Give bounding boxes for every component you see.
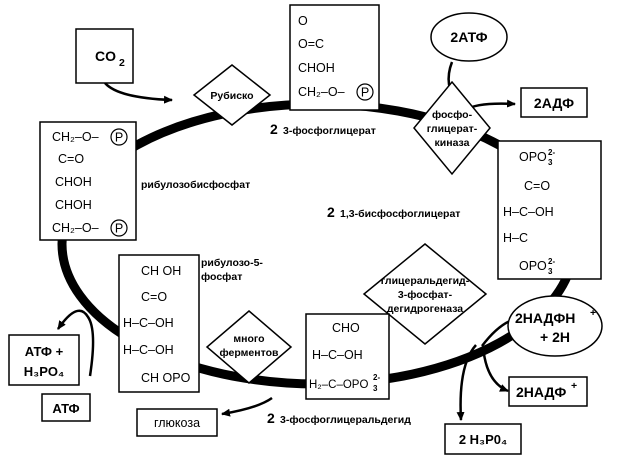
ru5p-line-5: CH OPO	[141, 371, 191, 385]
pga-line-2: O=C	[298, 37, 324, 51]
rubp-phosphate-p-2: P	[115, 222, 123, 236]
bpg-line-5: OPO	[519, 259, 547, 273]
ru5p-line-1: CH OH	[141, 264, 181, 278]
rubp-line-5: CH₂–O–	[52, 221, 99, 235]
atp-in-ellipse: 2АТФ	[430, 12, 508, 62]
plus-2h-label: + 2H	[540, 329, 570, 345]
pga-line-1: O	[298, 14, 308, 28]
h3po4-arrow	[456, 344, 477, 421]
g3p-line-2: H–C–OH	[312, 348, 363, 362]
ru5p-name-line1: рибулозо-5-	[201, 257, 263, 269]
bpg-line-1: OPO	[519, 150, 547, 164]
rubisco-label: Рубиско	[210, 90, 253, 102]
ru5p-line-4: H–C–OH	[123, 343, 174, 357]
rubisco-diamond: Рубиско	[192, 64, 272, 126]
pga-coef: 2	[270, 121, 278, 137]
atp-out-label: АТФ	[52, 401, 79, 416]
rubp-name: рибулозобисфосфат	[141, 179, 250, 191]
atp-out-arrow	[56, 309, 95, 377]
g3p-sub: 3	[373, 384, 378, 393]
h3p04-box: 2 H₃P0₄	[444, 423, 522, 455]
bpg-charge-1: 2-	[548, 148, 555, 157]
bpg-line-2: C=O	[524, 179, 550, 193]
dehydrogenase-line2: 3-фосфат-	[398, 289, 453, 301]
ru5p-structure: CH OH C=O H–C–OH H–C–OH CH OPO	[118, 254, 200, 393]
pga-name: 3-фосфоглицерат	[283, 125, 376, 137]
kinase-diamond: фосфо- глицерат- киназа	[413, 80, 491, 176]
g3p-structure: CHO H–C–OH H₂–C–OPO 2- 3	[305, 313, 390, 400]
dehydrogenase-line3: дегидрогеназа	[387, 303, 463, 315]
nadp-plus: +	[571, 380, 577, 392]
rubp-phosphate-p-1: P	[115, 131, 123, 145]
kinase-line3: киназа	[435, 137, 470, 149]
nadph-ellipse: 2НАДФН + + 2H	[507, 295, 603, 357]
g3p-name: 3-фосфоглицеральдегид	[280, 414, 411, 426]
co2-label: CO	[95, 48, 116, 64]
bpg-structure: OPO 2- 3 C=O H–C–OH H–C OPO 2- 3	[497, 140, 602, 280]
pga-phosphate-p: P	[361, 86, 369, 100]
many-enzymes-line2: ферментов	[220, 347, 280, 359]
bpg-sub-1: 3	[548, 158, 553, 167]
glucose-label: глюкоза	[154, 416, 200, 430]
atp-h3po4-box: АТФ + H₃PO₄	[8, 334, 80, 386]
nadp-label: 2НАДФ	[516, 384, 566, 400]
bpg-line-3: H–C–OH	[503, 205, 554, 219]
adp-label: 2АДФ	[534, 95, 574, 111]
h3p04-label: 2 H₃P0₄	[459, 432, 507, 447]
bpg-name: 1,3-бисфосфоглицерат	[340, 208, 460, 220]
many-enzymes-line1: много	[233, 333, 264, 345]
bpg-sub-2: 3	[548, 267, 553, 276]
rubp-structure: CH₂–O– P C=O CHOH CHOH CH₂–O– P	[39, 121, 137, 241]
atp-h3po4-line1: АТФ +	[25, 344, 64, 359]
dehydrogenase-diamond: глицеральдегид- 3-фосфат- дегидрогеназа	[362, 243, 488, 345]
bpg-coef: 2	[327, 204, 335, 220]
atp-in-label: 2АТФ	[450, 29, 487, 45]
atp-out-box: АТФ	[41, 393, 91, 422]
rubp-line-4: CHOH	[55, 198, 92, 212]
many-enzymes-diamond: много ферментов	[205, 310, 293, 384]
co2-arrow	[104, 82, 173, 104]
bpg-line-4: H–C	[503, 231, 528, 245]
adp-box: 2АДФ	[520, 87, 588, 118]
kinase-line1: фосфо-	[432, 109, 473, 121]
g3p-line-3: H₂–C–OPO	[309, 379, 368, 391]
glucose-box: глюкоза	[136, 408, 218, 437]
dehydrogenase-line1: глицеральдегид-	[381, 275, 470, 287]
kinase-line2: глицерат-	[427, 123, 478, 135]
co2-subscript: 2	[119, 57, 125, 69]
glucose-arrow	[221, 396, 273, 417]
nadp-box: 2НАДФ +	[508, 376, 588, 407]
nadph-plus: +	[590, 307, 596, 319]
rubp-line-1: CH₂–O–	[52, 130, 99, 144]
ru5p-line-3: H–C–OH	[123, 316, 174, 330]
bpg-charge-2: 2-	[548, 257, 555, 266]
rubp-line-2: C=O	[58, 152, 84, 166]
g3p-charge: 2-	[373, 373, 380, 382]
ru5p-line-2: C=O	[141, 290, 167, 304]
rubp-line-3: CHOH	[55, 175, 92, 189]
nadph-label: 2НАДФН	[515, 310, 575, 326]
pga-structure: O O=C CHOH CH₂–O– P	[289, 4, 380, 111]
pga-line-4: CH₂–O–	[298, 85, 345, 99]
g3p-line-1: CHO	[332, 321, 360, 335]
ru5p-name-line2: фосфат	[201, 271, 242, 283]
atp-h3po4-line2: H₃PO₄	[24, 364, 64, 379]
co2-box: CO 2	[75, 28, 134, 84]
g3p-coef: 2	[267, 410, 275, 426]
pga-line-3: CHOH	[298, 61, 335, 75]
nadp-arrow	[481, 345, 509, 393]
